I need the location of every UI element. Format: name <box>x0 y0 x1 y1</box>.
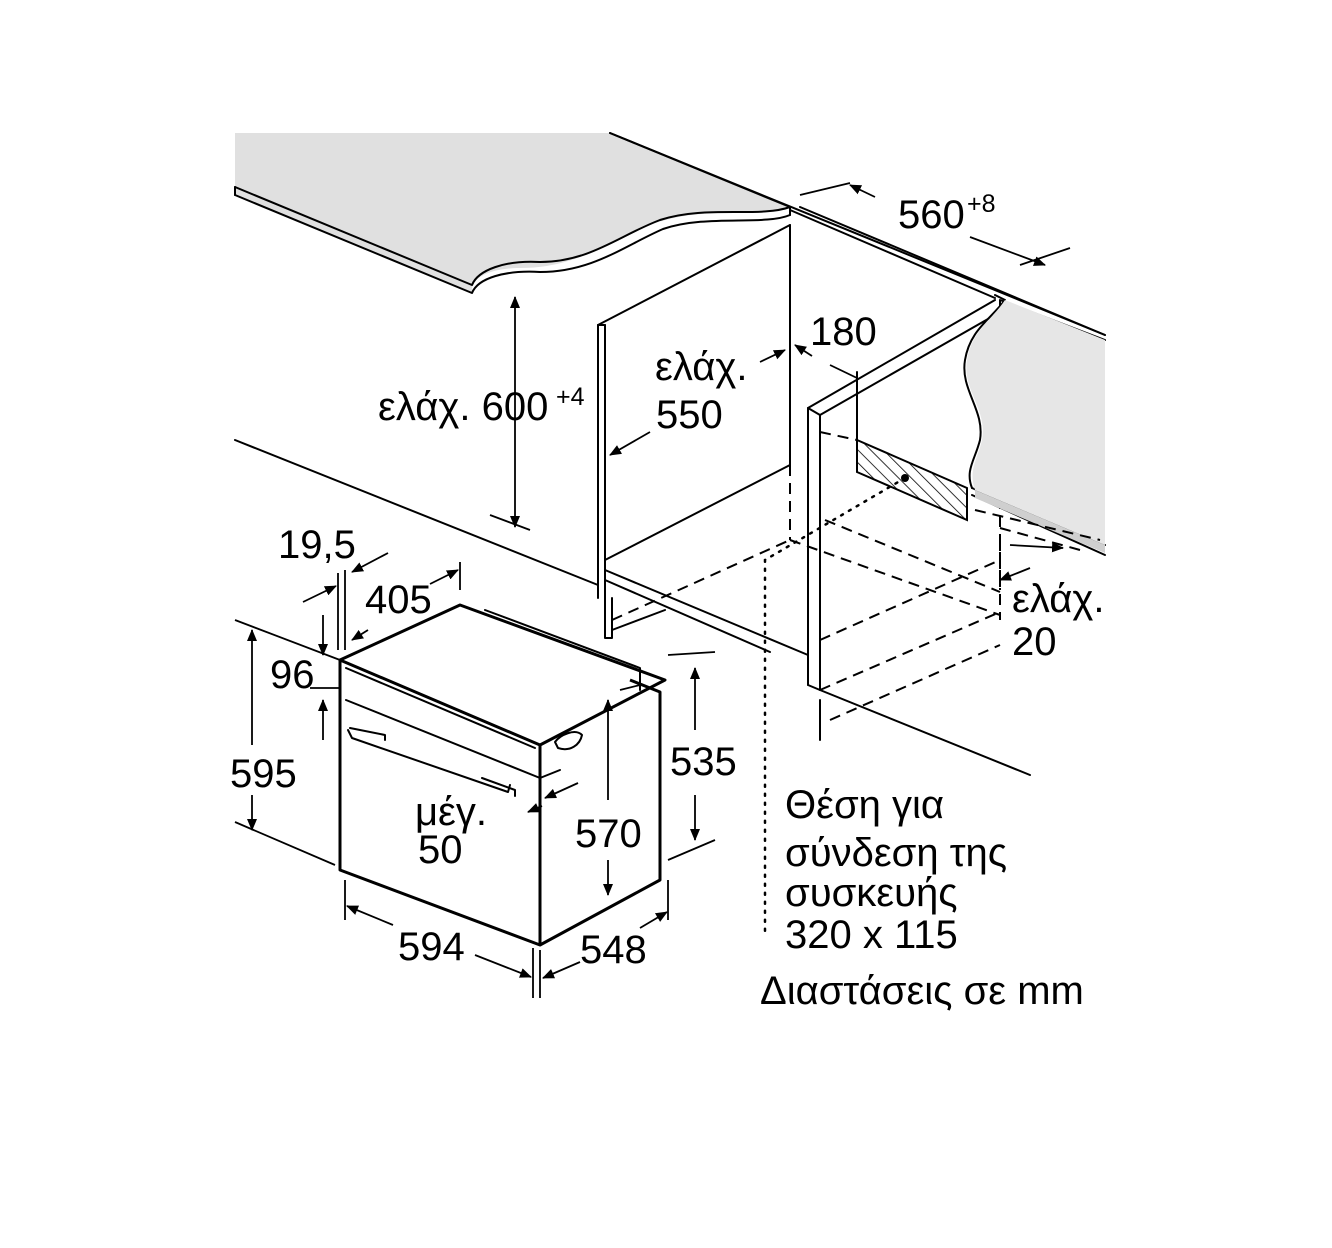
right-cabinet <box>807 294 1106 691</box>
cavity-top-edges <box>609 132 1106 336</box>
label-570: 570 <box>575 812 642 856</box>
label-535: 535 <box>670 740 737 784</box>
label-min-20: 20 <box>1012 620 1057 664</box>
dimension-labels: 560 +8 ελάχ. 600 +4 ελάχ. 550 180 ελάχ. … <box>230 190 1104 972</box>
connection-leader <box>763 476 907 937</box>
label-width-560-tolerance: +8 <box>967 190 996 218</box>
dimension-lines <box>234 182 1071 998</box>
label-width-560: 560 <box>898 193 965 237</box>
label-max-50-prefix: μέγ. <box>415 790 487 834</box>
left-cabinet-side <box>597 224 809 656</box>
label-19-5: 19,5 <box>278 523 356 567</box>
label-548: 548 <box>580 928 647 972</box>
connection-note: Θέση για σύνδεση της συσκευής 320 x 115 <box>785 783 1007 957</box>
label-min-20-prefix: ελάχ. <box>1012 577 1104 621</box>
oven <box>338 603 667 947</box>
connection-box <box>819 371 968 522</box>
label-gap-180: 180 <box>810 310 877 354</box>
label-96: 96 <box>270 653 315 697</box>
floor-lines <box>234 439 1031 776</box>
label-depth-550: 550 <box>656 393 723 437</box>
units-caption: Διαστάσεις σε mm <box>760 969 1084 1013</box>
note-line-1: Θέση για <box>785 783 944 827</box>
label-height-600-tolerance: +4 <box>556 383 585 411</box>
label-height-600: ελάχ. 600 <box>378 385 548 429</box>
note-line-3: συσκευής <box>785 871 957 915</box>
note-line-4: 320 x 115 <box>785 913 958 957</box>
label-595: 595 <box>230 752 297 796</box>
label-max-50: 50 <box>418 828 463 872</box>
label-594: 594 <box>398 925 465 969</box>
label-depth-550-prefix: ελάχ. <box>655 345 747 389</box>
hidden-cavity-lines <box>611 465 1101 721</box>
label-405: 405 <box>365 578 432 622</box>
note-line-2: σύνδεση της <box>785 831 1007 875</box>
